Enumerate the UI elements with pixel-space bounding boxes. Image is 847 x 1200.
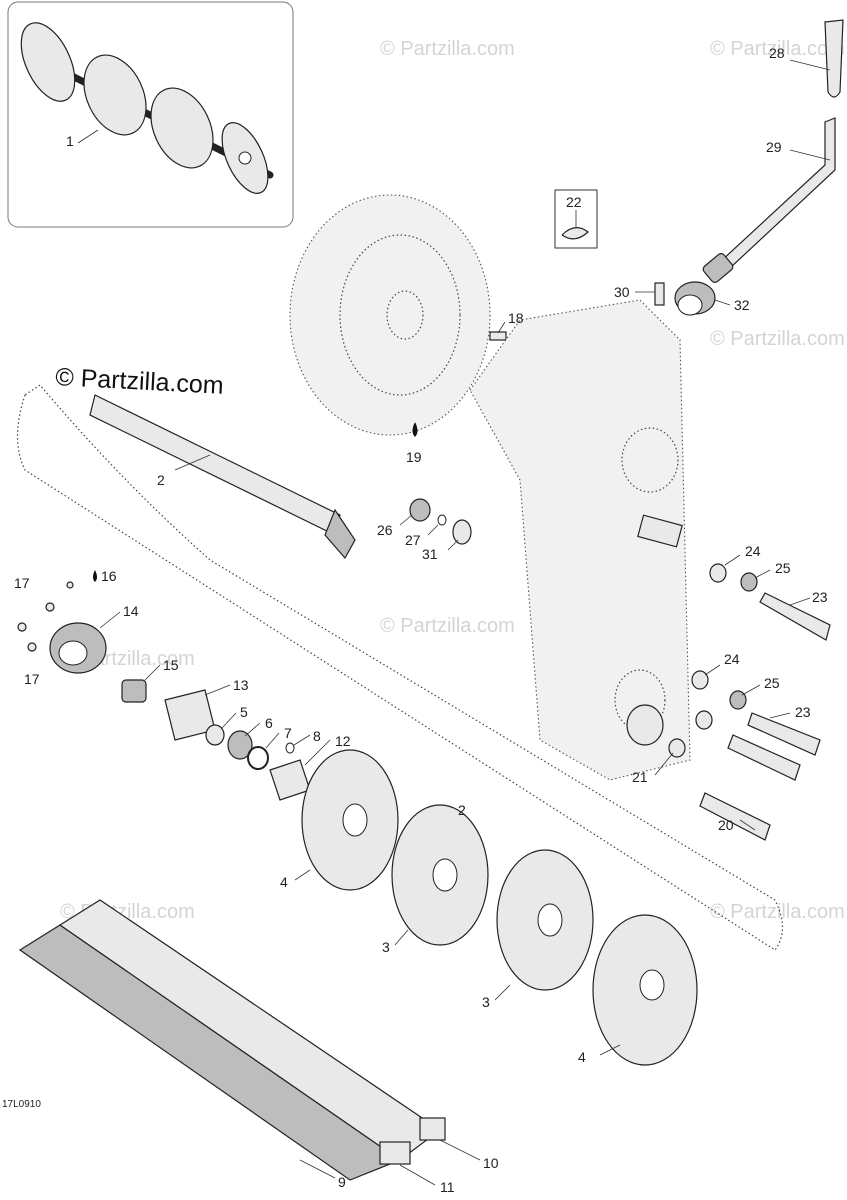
watermark: © Partzilla.com [380, 38, 515, 60]
callout-20: 20 [718, 817, 734, 833]
sprocket-part-3 [391, 804, 489, 946]
nut-part-17 [27, 642, 37, 652]
sprocket-part-4 [301, 749, 399, 891]
inset-drive-axle-assembly [7, 1, 294, 228]
callout-22: 22 [566, 194, 582, 210]
sprocket-part-3 [496, 849, 594, 991]
crank-part-29 [702, 117, 836, 283]
bolt-part-20 [699, 792, 771, 841]
ring-part-7 [247, 746, 269, 770]
callout-21: 21 [632, 769, 648, 785]
fitting-part-16 [66, 581, 74, 589]
callout-3: 3 [482, 994, 490, 1010]
callout-17: 17 [24, 671, 40, 687]
oil-drop-icon [412, 422, 418, 437]
callout-12: 12 [335, 733, 351, 749]
nut-part-26 [409, 498, 431, 522]
callout-24: 24 [724, 651, 740, 667]
callout-18: 18 [508, 310, 524, 326]
washer-part-24 [709, 563, 727, 583]
bolt-part-23 [747, 712, 821, 756]
callout-28: 28 [769, 45, 785, 61]
callout-8: 8 [313, 728, 321, 744]
drive-shaft-part-2 [89, 394, 356, 560]
callout-23: 23 [795, 704, 811, 720]
bushing-part-32 [674, 281, 716, 316]
bolt-part-23 [759, 592, 831, 641]
washer-part-27 [437, 514, 447, 526]
washer-part-25 [740, 572, 758, 592]
watermark: © Partzilla.com [710, 328, 845, 350]
callout-7: 7 [284, 725, 292, 741]
callout-25: 25 [764, 675, 780, 691]
callout-29: 29 [766, 139, 782, 155]
end-wheel-part-4 [592, 914, 698, 1066]
callout-25: 25 [775, 560, 791, 576]
callout-26: 26 [377, 522, 393, 538]
nut-part-17 [17, 622, 27, 632]
brand-text: © Partzilla.com [55, 363, 225, 400]
callout-27: 27 [405, 532, 421, 548]
callout-23: 23 [812, 589, 828, 605]
callout-4: 4 [280, 874, 288, 890]
sprocket-part-31 [452, 519, 472, 545]
o-ring-part-8 [285, 742, 295, 754]
callout-2: 2 [458, 802, 466, 818]
clip-part-10 [419, 1117, 446, 1141]
bolt-part-20 [727, 734, 801, 781]
diagram-code: 17L0910 [2, 1099, 41, 1110]
clip-part-22 [554, 189, 598, 249]
callout-31: 31 [422, 546, 438, 562]
watermark: © Partzilla.com [380, 615, 515, 637]
callout-32: 32 [734, 297, 750, 313]
callout-15: 15 [163, 657, 179, 673]
oil-drop-icon [93, 570, 97, 582]
callout-labels: 1 2 2 3 3 4 4 5 6 7 8 9 10 11 12 13 14 1… [14, 45, 828, 1195]
callout-6: 6 [265, 715, 273, 731]
seal-plate-part-12 [269, 759, 311, 801]
bearing-housing-part-14 [49, 622, 107, 674]
callout-30: 30 [614, 284, 630, 300]
bearing-part-6 [227, 730, 253, 760]
screw-part-17 [45, 602, 55, 612]
callout-3: 3 [382, 939, 390, 955]
track-belt-part-9 [18, 899, 442, 1181]
callout-1: 1 [66, 133, 74, 149]
callout-11: 11 [440, 1179, 455, 1195]
key-part-18 [489, 331, 507, 341]
callout-10: 10 [483, 1155, 499, 1171]
callout-5: 5 [240, 704, 248, 720]
ring-part-5 [205, 724, 225, 746]
washer-part-24 [691, 670, 709, 690]
phantom-pulley [289, 194, 491, 436]
leader-lines [99, 59, 831, 1186]
callout-2: 2 [157, 472, 165, 488]
callout-16: 16 [101, 568, 117, 584]
watermark: © Partzilla.com [710, 38, 845, 60]
pin-part-30 [654, 282, 665, 306]
watermark-layer: © Partzilla.com © Partzilla.com © Partzi… [60, 38, 845, 923]
callout-13: 13 [233, 677, 249, 693]
handle-part-28 [824, 19, 844, 98]
callout-17: 17 [14, 575, 30, 591]
clip-part-11 [379, 1141, 411, 1165]
callout-4: 4 [578, 1049, 586, 1065]
washer-part-21 [695, 710, 713, 730]
callout-9: 9 [338, 1174, 346, 1190]
washer-part-21 [668, 738, 686, 758]
washer-part-25 [729, 690, 747, 710]
callout-19: 19 [406, 449, 422, 465]
bushing-part-15 [121, 679, 147, 703]
chaincase-housing [469, 299, 691, 781]
callout-14: 14 [123, 603, 139, 619]
watermark: © Partzilla.com [710, 901, 845, 923]
callout-24: 24 [745, 543, 761, 559]
